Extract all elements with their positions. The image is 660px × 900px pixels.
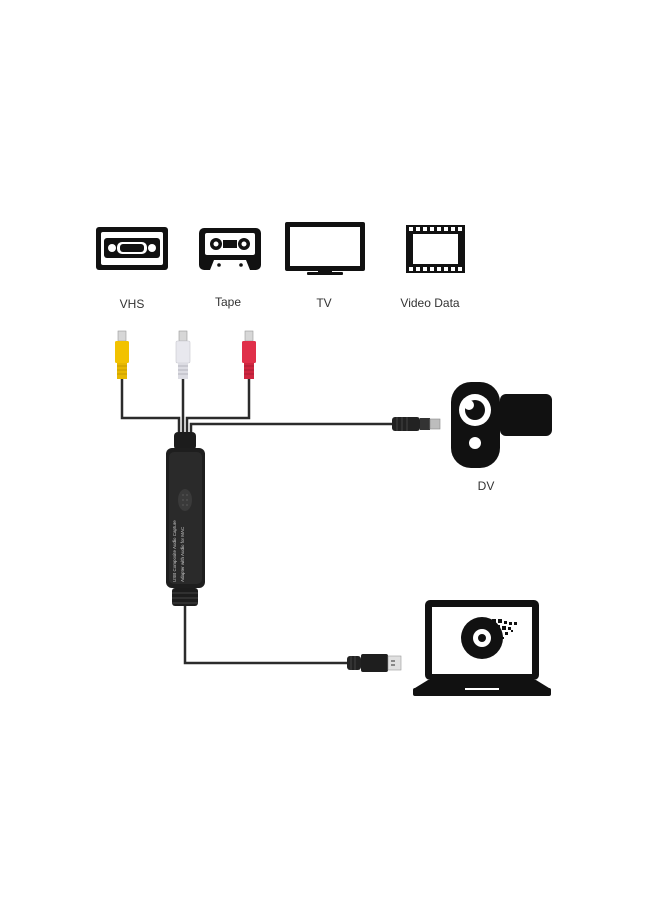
vhs-label: VHS [119,297,145,311]
device-text-line2: Adapter with Audio for MAC [180,526,185,582]
vhs-cassette-icon [96,227,168,270]
capture-device: USB Composite Audio Capture Adapter with… [166,432,205,606]
cables [120,378,392,665]
dv-label: DV [477,479,495,493]
video-data-label: Video Data [400,296,460,310]
tv-label: TV [316,296,332,310]
audio-tape-icon [199,228,261,270]
camcorder-icon [451,382,552,468]
cable-usb [183,606,348,665]
cable-red [185,378,251,432]
rca-plug-yellow [115,330,129,379]
cable-yellow [120,378,181,432]
laptop-icon [413,600,551,696]
film-strip-icon [406,225,465,273]
device-text-line1: USB Composite Audio Capture [172,520,177,582]
svideo-plug [392,417,441,431]
rca-plug-white [175,330,191,379]
usb-plug [347,654,402,672]
rca-plug-red [242,330,256,379]
tape-label: Tape [214,295,242,309]
cable-svideo [189,422,392,432]
tv-icon [285,222,365,275]
